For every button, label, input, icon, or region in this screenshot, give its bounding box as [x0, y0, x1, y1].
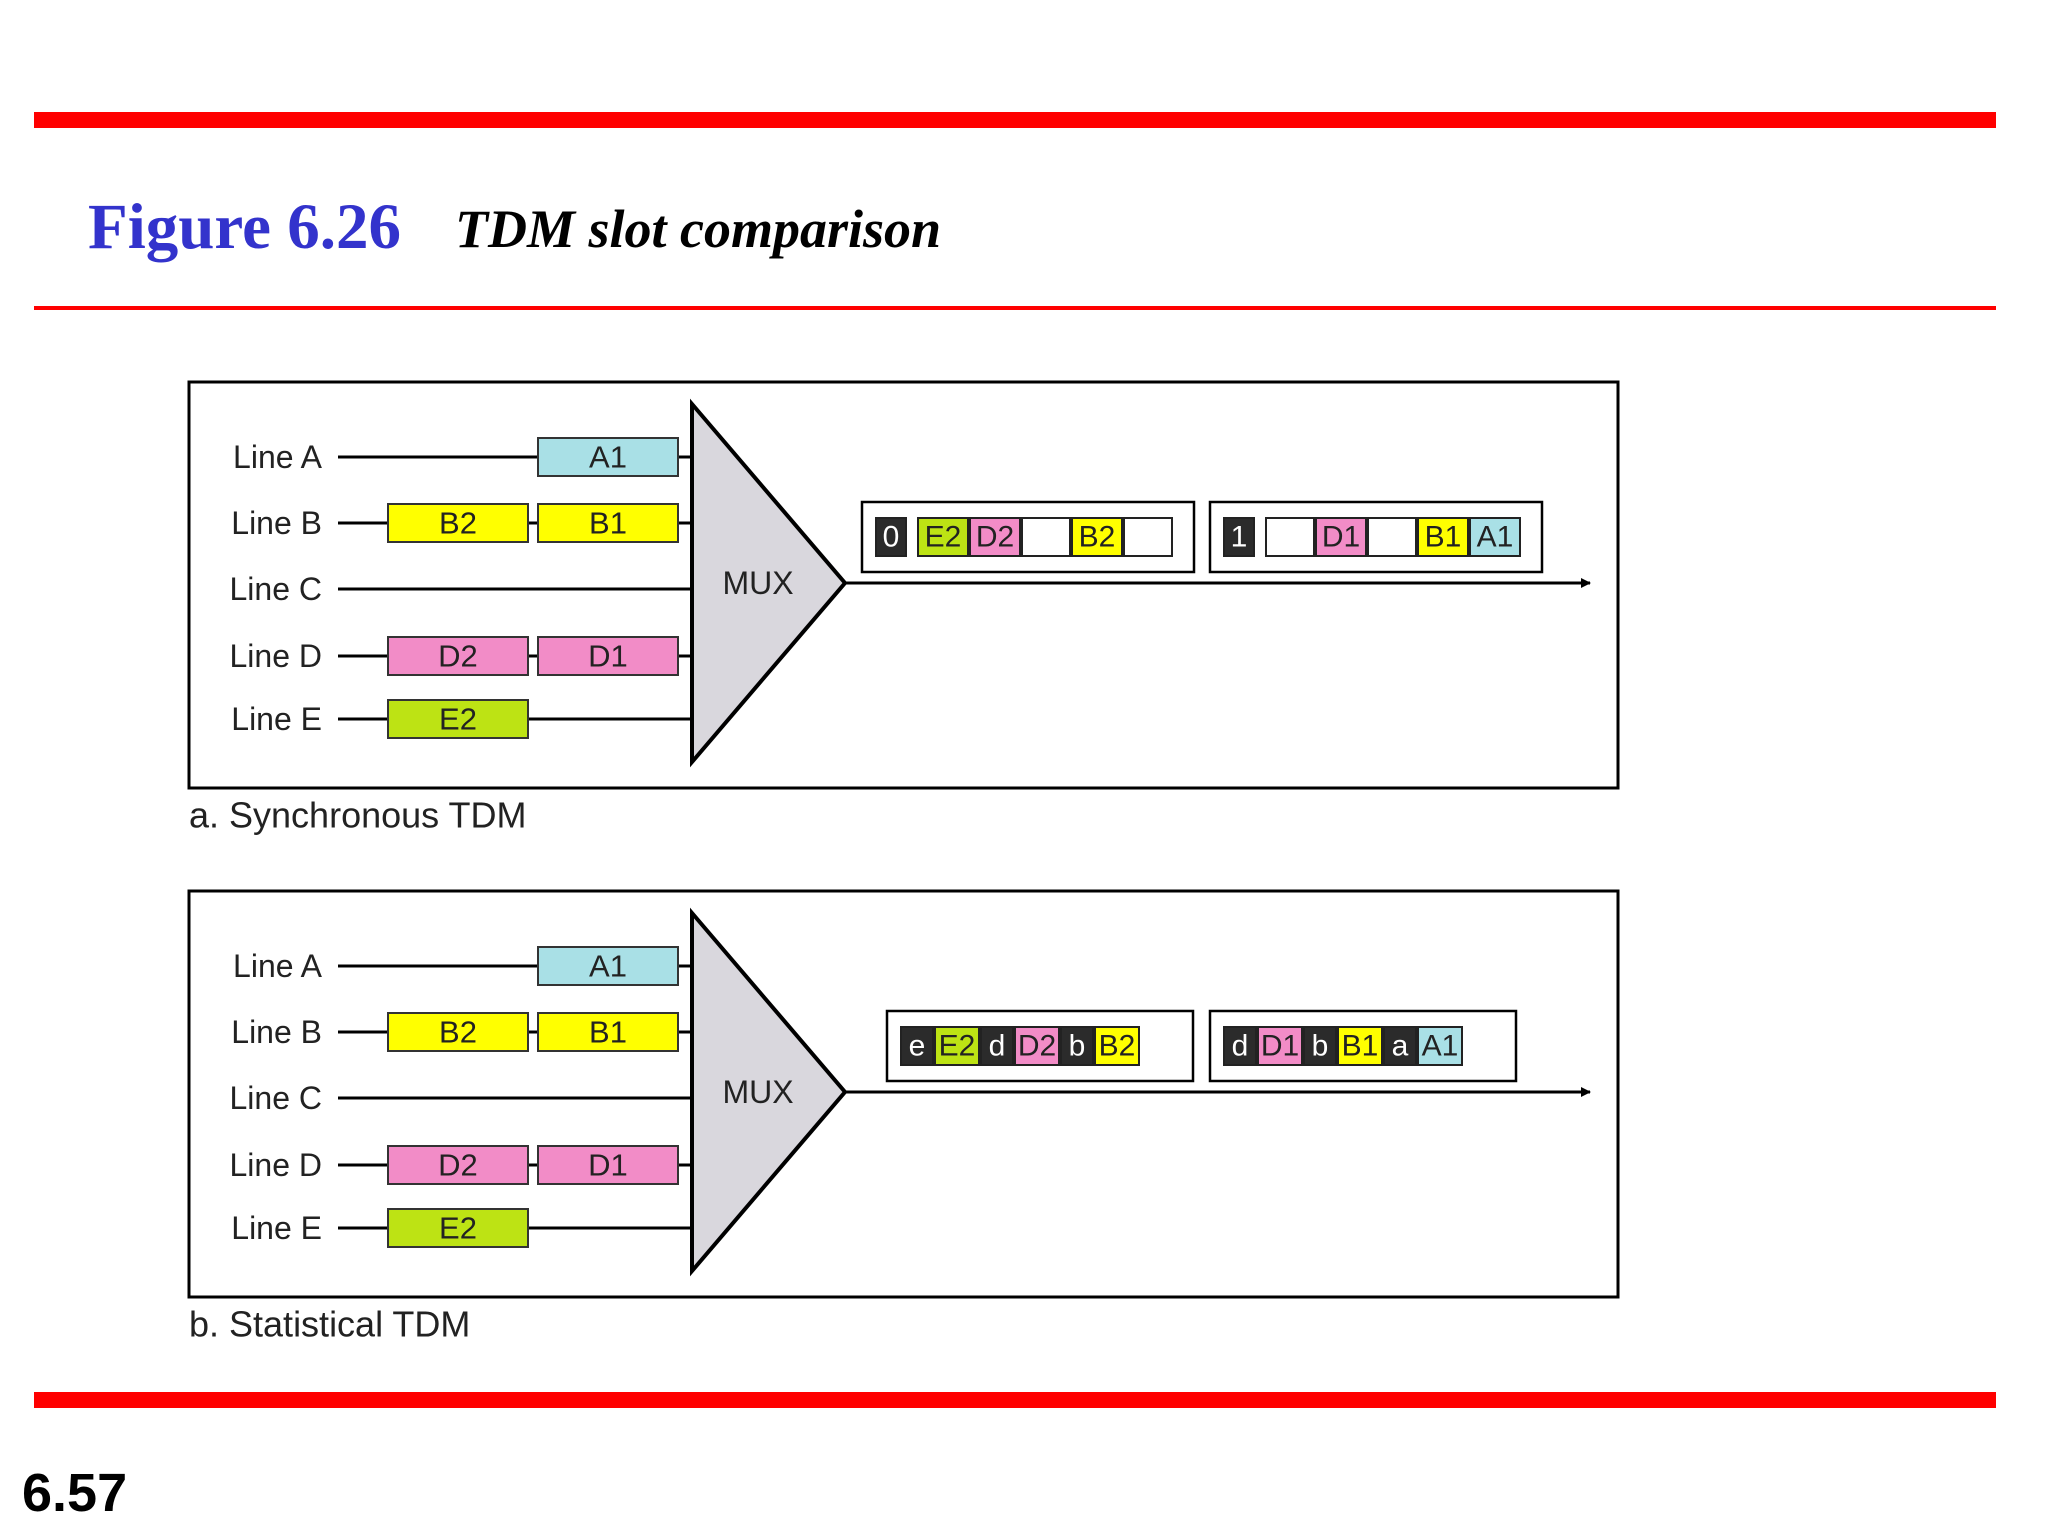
input-slot — [387, 1208, 529, 1248]
output-slot-label: d — [989, 1030, 1006, 1063]
line-label: Line E — [231, 1210, 322, 1246]
page-number: 6.57 — [22, 1463, 128, 1523]
line-label: Line D — [230, 638, 323, 674]
input-slot — [537, 437, 679, 477]
output-slot-label: B2 — [1099, 1030, 1136, 1063]
input-slot — [387, 503, 529, 543]
output-slot-label: e — [909, 1030, 926, 1063]
mux-triangle — [690, 907, 848, 1277]
output-slot-label: B2 — [1079, 521, 1116, 554]
input-slot-label: D2 — [438, 1148, 478, 1183]
figure-number: Figure 6.26 — [88, 191, 401, 263]
output-frame: 1 D1 B1 A1 — [1208, 500, 1544, 574]
panel-border — [187, 889, 1620, 1299]
input-slot — [537, 1012, 679, 1052]
mux-triangle — [690, 398, 848, 768]
output-slot-label: E2 — [925, 521, 962, 554]
input-slot-label: A1 — [589, 440, 627, 475]
output-slot — [900, 1026, 934, 1066]
output-slot-label: D1 — [1322, 521, 1360, 554]
output-slot — [1021, 517, 1071, 557]
output-slot — [1303, 1026, 1337, 1066]
input-slot — [537, 1145, 679, 1185]
input-slot — [387, 1145, 529, 1185]
panel-caption: b. Statistical TDM — [189, 1304, 470, 1345]
title-underline-rule — [34, 306, 1996, 310]
input-slot — [537, 636, 679, 676]
line-label: Line A — [233, 948, 323, 984]
output-slot — [1367, 517, 1417, 557]
output-frame: e E2 d D2 b B2 — [885, 1009, 1195, 1083]
line-label: Line E — [231, 701, 322, 737]
output-slot — [917, 517, 969, 557]
output-slot — [1257, 1026, 1303, 1066]
output-slot-label: 0 — [883, 521, 900, 554]
input-slot-label: E2 — [439, 702, 477, 737]
output-slot — [1123, 517, 1173, 557]
input-slot-label: B2 — [439, 506, 477, 541]
output-slot-label: 1 — [1231, 521, 1248, 554]
output-slot — [1094, 1026, 1140, 1066]
output-slot — [1337, 1026, 1383, 1066]
output-slot — [1071, 517, 1123, 557]
output-slot — [1265, 517, 1315, 557]
output-slot — [1014, 1026, 1060, 1066]
output-slot — [875, 517, 907, 557]
input-slot-label: B2 — [439, 1015, 477, 1050]
output-slot — [1223, 1026, 1257, 1066]
line-label: Line A — [233, 439, 323, 475]
figure-caption: TDM slot comparison — [455, 199, 942, 259]
output-slot-label: D2 — [976, 521, 1014, 554]
input-slot — [537, 946, 679, 986]
output-slot-label: A1 — [1477, 521, 1514, 554]
input-slot-label: D2 — [438, 639, 478, 674]
input-slot-label: D1 — [588, 1148, 628, 1183]
line-label: Line D — [230, 1147, 323, 1183]
top-red-rule — [34, 112, 1996, 128]
line-label: Line B — [231, 1014, 322, 1050]
output-slot-label: E2 — [939, 1030, 976, 1063]
output-slot-label: b — [1312, 1030, 1329, 1063]
output-slot — [1223, 517, 1255, 557]
line-label: Line B — [231, 505, 322, 541]
output-slot — [969, 517, 1021, 557]
output-slot-label: D2 — [1018, 1030, 1056, 1063]
input-slot — [387, 699, 529, 739]
output-slot-label: B1 — [1342, 1030, 1379, 1063]
output-slot — [980, 1026, 1014, 1066]
panel-border — [187, 380, 1620, 790]
output-frame: 0 E2 D2 B2 — [860, 500, 1196, 574]
output-slot — [1469, 517, 1521, 557]
output-slot-label: b — [1069, 1030, 1086, 1063]
input-slot-label: E2 — [439, 1211, 477, 1246]
mux-label: MUX — [722, 565, 793, 601]
line-label: Line C — [230, 1080, 323, 1116]
panel-caption: a. Synchronous TDM — [189, 795, 526, 836]
output-slot-label: d — [1232, 1030, 1249, 1063]
output-slot-label: D1 — [1261, 1030, 1299, 1063]
output-slot — [934, 1026, 980, 1066]
output-slot — [1417, 1026, 1463, 1066]
output-slot — [1315, 517, 1367, 557]
bottom-red-rule — [34, 1392, 1996, 1408]
output-slot — [1417, 517, 1469, 557]
mux-label: MUX — [722, 1074, 793, 1110]
output-slot — [1060, 1026, 1094, 1066]
input-slot — [387, 636, 529, 676]
input-slot-label: B1 — [589, 1015, 627, 1050]
input-slot-label: B1 — [589, 506, 627, 541]
input-slot — [387, 1012, 529, 1052]
line-label: Line C — [230, 571, 323, 607]
input-slot-label: D1 — [588, 639, 628, 674]
output-slot-label: a — [1392, 1030, 1409, 1063]
output-frame: d D1 b B1 a A1 — [1208, 1009, 1518, 1083]
output-slot-label: B1 — [1425, 521, 1462, 554]
output-slot — [1383, 1026, 1417, 1066]
output-slot-label: A1 — [1422, 1030, 1459, 1063]
input-slot-label: A1 — [589, 949, 627, 984]
input-slot — [537, 503, 679, 543]
